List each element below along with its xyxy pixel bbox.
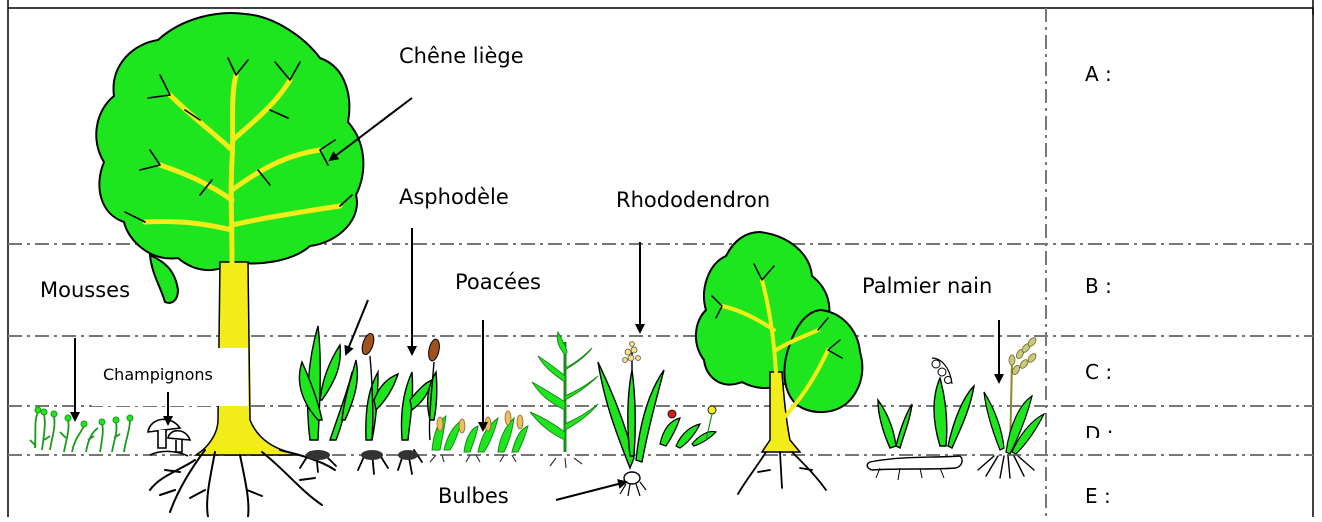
asphodel-group	[299, 326, 441, 474]
label-rhododendron: Rhododendron	[616, 188, 770, 212]
stratum-label-c: C :	[1085, 360, 1112, 384]
bulb-plant	[598, 342, 664, 497]
cork-oak-roots	[150, 450, 335, 517]
label-bulbes: Bulbes	[438, 484, 509, 508]
label-chene-liege: Chêne liège	[399, 44, 524, 68]
stratum-label-d: D :	[1085, 422, 1114, 438]
tall-grass-plant	[530, 332, 598, 468]
label-poacees: Poacées	[455, 270, 541, 294]
moss-capsules	[35, 407, 133, 427]
rhizome-plants	[867, 358, 974, 480]
cork-oak-lower-foliage	[150, 255, 178, 303]
mushrooms	[148, 419, 190, 456]
stratum-label-a: A :	[1085, 62, 1112, 86]
stratum-label-b: B :	[1085, 274, 1112, 298]
dwarf-palm	[978, 336, 1044, 478]
label-mousses: Mousses	[40, 278, 130, 302]
label-palmier-nain: Palmier nain	[862, 274, 992, 298]
label-champignons: Champignons	[103, 365, 213, 384]
stratum-label-e: E :	[1085, 484, 1111, 508]
arrow-bulbes	[556, 482, 626, 500]
rhizome	[867, 456, 962, 470]
cork-oak-tree	[96, 13, 363, 517]
label-asphodele: Asphodèle	[399, 185, 509, 209]
small-flowering-herb	[660, 406, 716, 448]
